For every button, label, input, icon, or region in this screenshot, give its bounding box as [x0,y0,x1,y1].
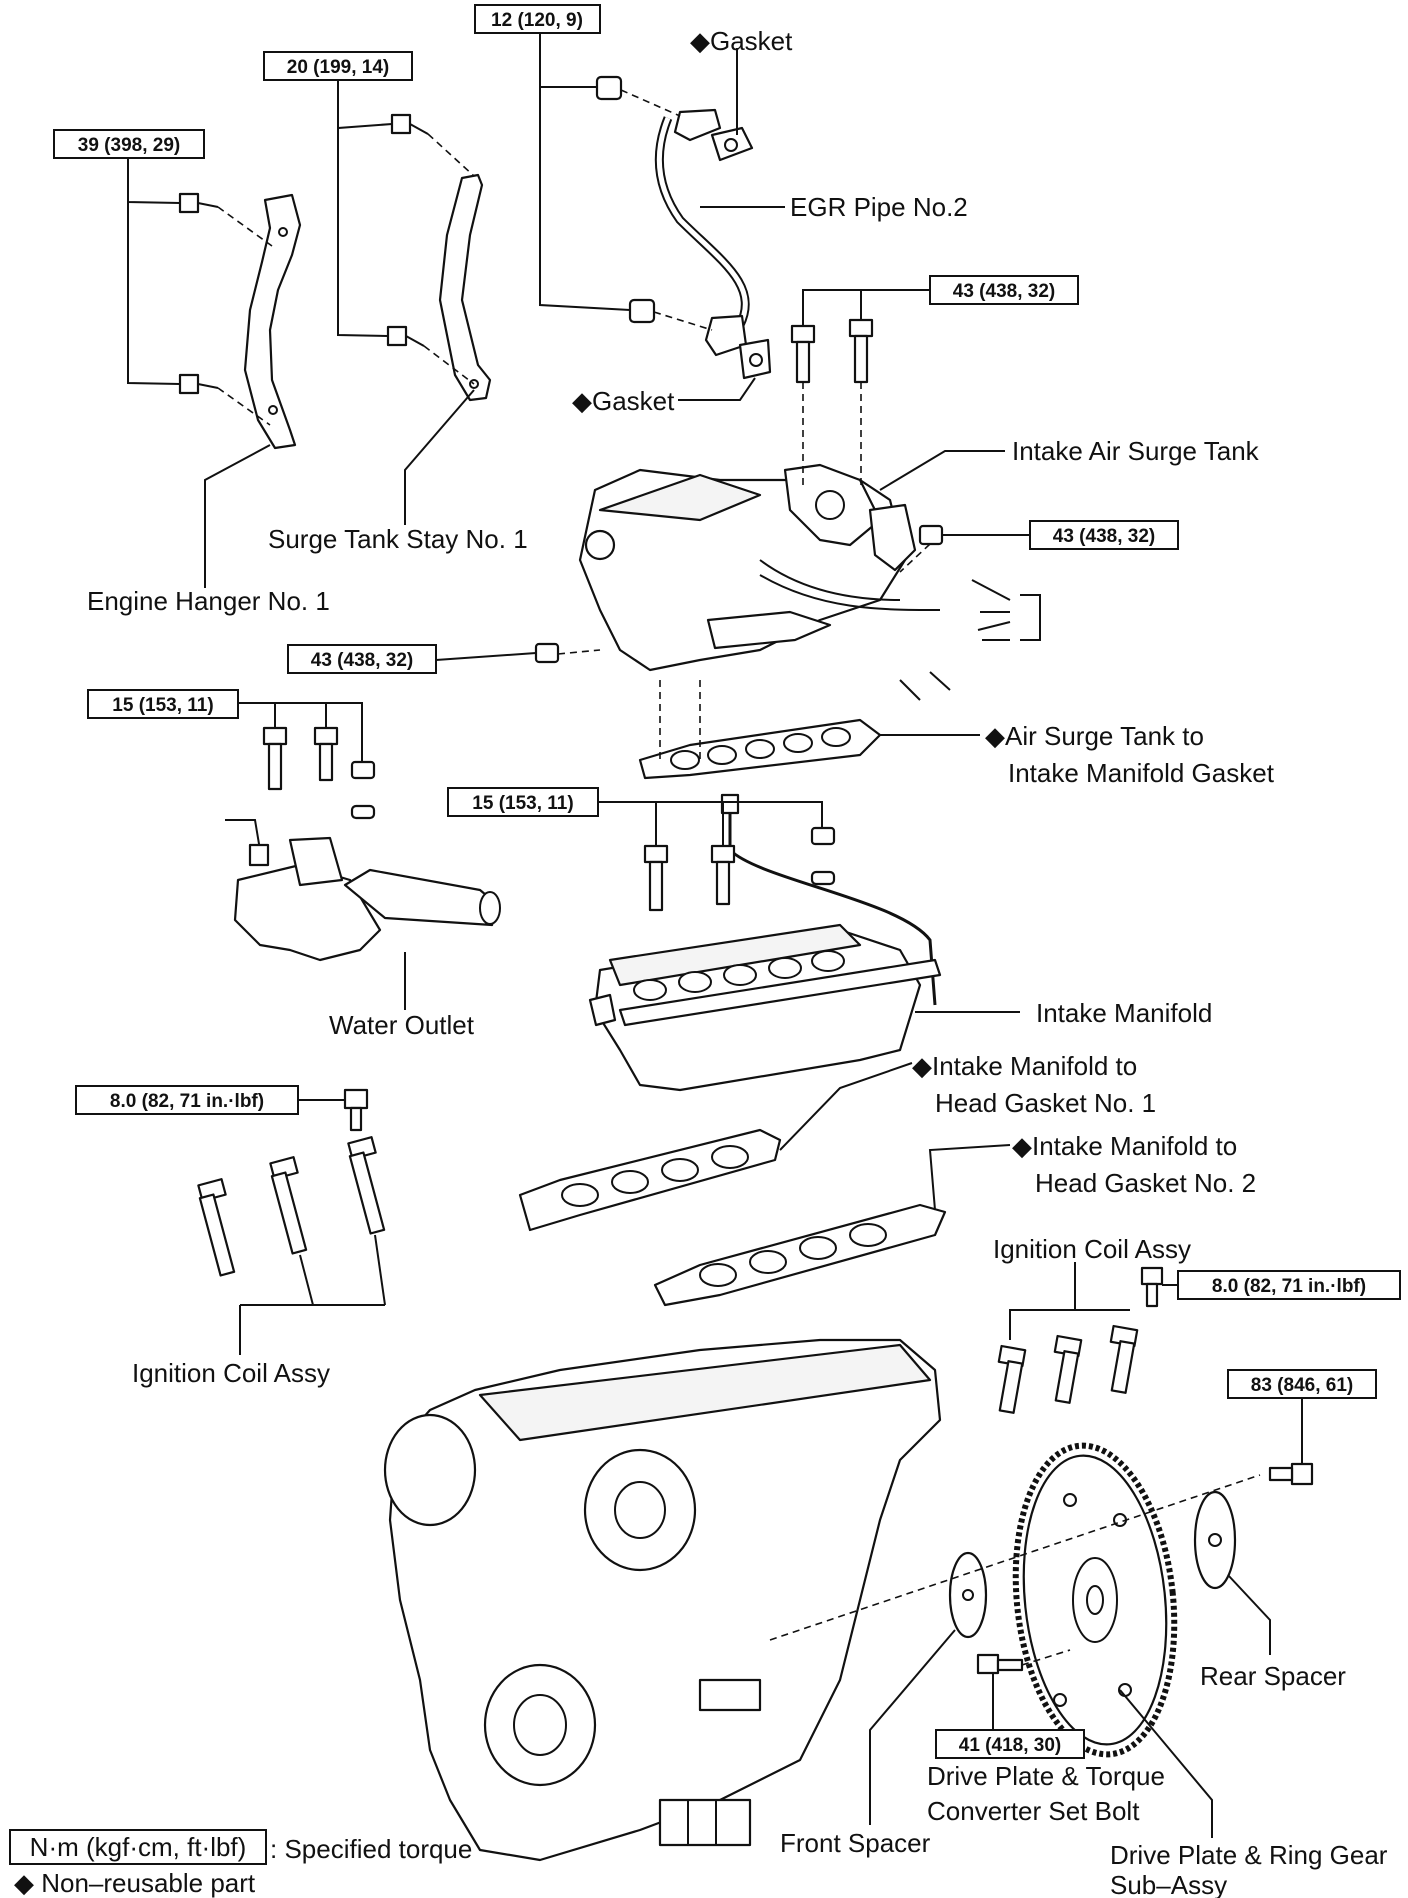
label-air-surge-gasket-line2: Intake Manifold Gasket [1008,758,1275,788]
egr-pipe-no2 [654,108,750,357]
svg-text:43 (438, 32): 43 (438, 32) [953,281,1055,302]
torque-box-8-right: 8.0 (82, 71 in.·lbf) [1177,1270,1401,1300]
legend-specified-torque: : Specified torque [270,1834,472,1864]
svg-text:43 (438, 32): 43 (438, 32) [311,650,413,671]
svg-text:41 (418, 30): 41 (418, 30) [959,1735,1061,1756]
engine-block [383,1338,942,1862]
svg-text:12 (120, 9): 12 (120, 9) [491,10,583,31]
label-rear-spacer: Rear Spacer [1200,1661,1346,1691]
label-ignition-coil-left: Ignition Coil Assy [132,1358,330,1388]
ignition-coils-right [997,1266,1164,1414]
engine-hanger [243,193,302,450]
label-egr-pipe: EGR Pipe No.2 [790,192,968,222]
label-intake-air-surge-tank: Intake Air Surge Tank [1012,436,1260,466]
label-water-outlet: Water Outlet [329,1010,475,1040]
torque-box-39: 39 (398, 29) [53,129,205,159]
torque-box-43-right: 43 (438, 32) [1029,520,1179,550]
torque-box-8-left: 8.0 (82, 71 in.·lbf) [75,1085,299,1115]
ignition-coils-left [197,1088,386,1277]
svg-text:8.0 (82, 71 in.·lbf): 8.0 (82, 71 in.·lbf) [110,1091,264,1112]
torque-box-43-top: 43 (438, 32) [929,275,1079,305]
torque-box-20: 20 (199, 14) [263,51,413,81]
label-head-gasket-1-line1: ◆Intake Manifold to [912,1051,1137,1081]
water-outlet [225,819,501,962]
drive-plate-ring-gear [1012,1442,1178,1758]
label-air-surge-gasket-line1: ◆Air Surge Tank to [985,721,1204,751]
intake-manifold [588,793,942,1092]
head-gasket-no1 [518,1128,782,1232]
svg-text:20 (199, 14): 20 (199, 14) [287,57,389,78]
torque-box-15-left: 15 (153, 11) [87,689,239,719]
gasket-top [710,126,754,162]
svg-text:83 (846, 61): 83 (846, 61) [1251,1375,1353,1396]
leader-lines [127,33,1303,1838]
torque-box-43-left: 43 (438, 32) [287,644,437,674]
svg-text:39 (398, 29): 39 (398, 29) [78,135,180,156]
legend: N·m (kgf·cm, ft·lbf) : Specified torque … [9,1829,472,1898]
label-intake-manifold: Intake Manifold [1036,998,1212,1028]
surge-tank-stay [438,173,492,402]
intake-air-surge-tank [578,463,941,672]
label-front-spacer: Front Spacer [780,1828,931,1858]
intake-manifold-bolts [643,826,836,912]
label-gasket-bottom: ◆Gasket [572,386,675,416]
torque-box-83: 83 (846, 61) [1227,1369,1377,1399]
svg-text:43 (438, 32): 43 (438, 32) [1053,526,1155,547]
legend-unit-text: N·m (kgf·cm, ft·lbf) [30,1832,247,1862]
label-drive-plate-bolt-line1: Drive Plate & Torque [927,1761,1165,1791]
gasket-bottom [738,338,772,380]
svg-text:15 (153, 11): 15 (153, 11) [472,793,573,814]
label-surge-tank-stay: Surge Tank Stay No. 1 [268,524,528,554]
head-gasket-no2 [653,1203,947,1307]
label-head-gasket-2-line1: ◆Intake Manifold to [1012,1131,1237,1161]
torque-box-12: 12 (120, 9) [474,4,601,34]
legend-non-reusable: ◆ Non–reusable part [14,1868,256,1898]
label-drive-plate-gear-line2: Sub–Assy [1110,1870,1227,1898]
torque-box-15-center: 15 (153, 11) [447,787,599,817]
bolt-group-39 [178,192,219,395]
bolt-group-20 [386,113,429,347]
front-spacer [948,1551,988,1639]
svg-text:8.0 (82, 71 in.·lbf): 8.0 (82, 71 in.·lbf) [1212,1276,1366,1297]
label-head-gasket-1-line2: Head Gasket No. 1 [935,1088,1156,1118]
label-drive-plate-gear-line1: Drive Plate & Ring Gear [1110,1840,1388,1870]
label-drive-plate-bolt-line2: Converter Set Bolt [927,1796,1140,1826]
label-engine-hanger: Engine Hanger No. 1 [87,586,330,616]
water-outlet-bolts [262,726,376,820]
svg-text:15 (153, 11): 15 (153, 11) [112,695,213,716]
torque-box-41: 41 (418, 30) [935,1729,1085,1759]
air-surge-tank-gasket [638,718,882,780]
label-gasket-top: ◆Gasket [690,26,793,56]
rear-spacer [1193,1490,1237,1590]
label-ignition-coil-right: Ignition Coil Assy [993,1234,1191,1264]
label-head-gasket-2-line2: Head Gasket No. 2 [1035,1168,1256,1198]
drive-plate-bolts [976,1462,1314,1675]
legend-unit-box [9,1829,267,1865]
